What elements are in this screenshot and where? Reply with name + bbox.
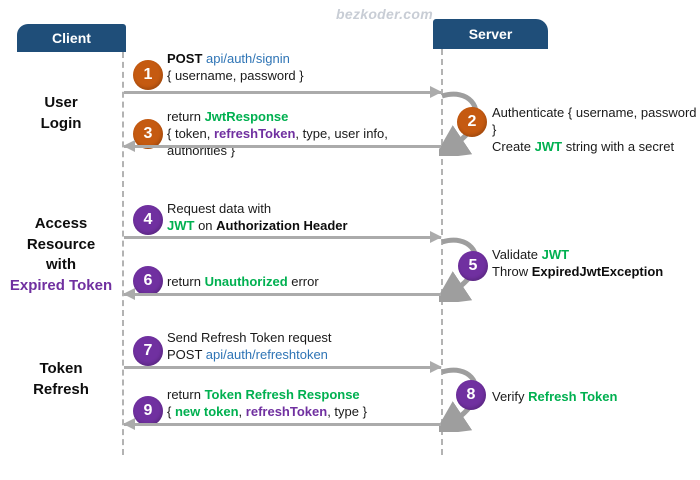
client-lifeline bbox=[122, 52, 124, 455]
phase-line: Login bbox=[40, 115, 82, 132]
message-line: Request data with bbox=[167, 201, 272, 216]
step-7-badge: 7 bbox=[133, 336, 163, 366]
phase-line: Access bbox=[34, 215, 88, 232]
action-line: Throw ExpiredJwtException bbox=[492, 264, 664, 279]
phase-label-user-login: User Login bbox=[0, 92, 122, 134]
step-8-badge: 8 bbox=[456, 380, 486, 410]
message-3-text: return JwtResponse { token, refreshToken… bbox=[167, 108, 447, 159]
message-line: return JwtResponse bbox=[167, 109, 289, 124]
phase-line: with bbox=[46, 256, 76, 273]
server-action-8-text: Verify Refresh Token bbox=[492, 388, 697, 405]
message-line: return Token Refresh Response bbox=[167, 387, 360, 402]
message-line: Send Refresh Token request bbox=[167, 330, 332, 345]
message-9-text: return Token Refresh Response { new toke… bbox=[167, 386, 447, 420]
phase-label-access-resource: Access Resource with Expired Token bbox=[0, 214, 122, 296]
phase-line: Resource bbox=[26, 235, 96, 253]
arrow-return-jwtresponse bbox=[123, 140, 441, 152]
message-line: JWT on Authorization Header bbox=[167, 218, 348, 233]
step-4-badge: 4 bbox=[133, 205, 163, 235]
step-3-badge: 3 bbox=[133, 119, 163, 149]
phase-line: Refresh bbox=[33, 381, 89, 398]
arrow-request-data bbox=[124, 231, 442, 243]
action-line: Authenticate { username, password } bbox=[492, 105, 697, 137]
message-6-text: return Unauthorized error bbox=[167, 273, 447, 290]
step-6-badge: 6 bbox=[133, 266, 163, 296]
server-lifeline bbox=[441, 49, 443, 455]
message-7-text: Send Refresh Token request POST api/auth… bbox=[167, 329, 447, 363]
phase-line-expired-token: Expired Token bbox=[9, 276, 113, 294]
phase-line: Token bbox=[39, 360, 83, 377]
arrow-return-token-refresh-response bbox=[123, 418, 441, 430]
phase-label-token-refresh: Token Refresh bbox=[0, 358, 122, 400]
message-4-text: Request data with JWT on Authorization H… bbox=[167, 200, 447, 234]
step-9-badge: 9 bbox=[133, 396, 163, 426]
step-1-badge: 1 bbox=[133, 60, 163, 90]
arrow-refresh-token-request bbox=[124, 361, 442, 373]
arrow-return-unauthorized bbox=[123, 288, 441, 300]
server-action-5-text: Validate JWT Throw ExpiredJwtException bbox=[492, 246, 697, 280]
phase-line: User bbox=[44, 94, 78, 111]
message-line: { token, refreshToken, type, user info, … bbox=[167, 126, 388, 158]
message-line: POST api/auth/signin bbox=[167, 51, 290, 66]
step-2-badge: 2 bbox=[457, 107, 487, 137]
message-line: return Unauthorized error bbox=[167, 274, 319, 289]
message-line: POST api/auth/refreshtoken bbox=[167, 347, 328, 362]
action-line: Create JWT string with a secret bbox=[492, 139, 675, 154]
action-line: Verify Refresh Token bbox=[492, 389, 618, 404]
actor-server: Server bbox=[433, 19, 548, 49]
step-5-badge: 5 bbox=[458, 251, 488, 281]
actor-client: Client bbox=[17, 24, 126, 52]
message-line: { username, password } bbox=[167, 68, 304, 83]
action-line: Validate JWT bbox=[492, 247, 570, 262]
server-action-2-text: Authenticate { username, password } Crea… bbox=[492, 104, 697, 155]
message-1-text: POST api/auth/signin { username, passwor… bbox=[167, 50, 447, 84]
message-line: { new token, refreshToken, type } bbox=[167, 404, 367, 419]
arrow-request-signin bbox=[124, 86, 442, 98]
watermark: bezkoder.com bbox=[336, 6, 433, 22]
